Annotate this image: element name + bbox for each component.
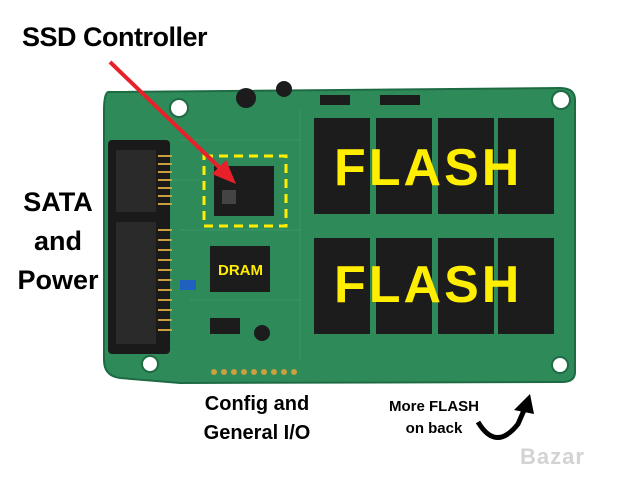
dram-chip <box>210 246 270 292</box>
sata-connector <box>108 140 172 354</box>
flash-label-top: FLASH <box>334 139 523 197</box>
config-line-2: General I/O <box>203 422 311 444</box>
config-line-1: Config and <box>204 393 310 415</box>
small-components <box>180 81 420 341</box>
curved-arrow-icon <box>475 394 534 440</box>
flash-label-bottom: FLASH <box>334 256 523 314</box>
sata-line-2: and <box>33 226 82 256</box>
sata-callout: SATA and Power <box>12 183 104 300</box>
more-flash-line-2: on back <box>405 420 463 437</box>
config-io-header <box>211 369 297 375</box>
config-callout: Config and General I/O <box>188 390 326 448</box>
watermark: Bazar <box>520 444 585 469</box>
sata-line-3: Power <box>17 265 99 295</box>
flash-chips <box>314 118 554 334</box>
red-arrow-icon <box>108 60 236 184</box>
dram-label: DRAM <box>218 262 263 279</box>
controller-callout: SSD Controller <box>22 22 208 52</box>
more-flash-callout: More FLASH on back <box>372 396 496 440</box>
more-flash-line-1: More FLASH <box>389 398 479 415</box>
sata-line-1: SATA <box>23 187 93 217</box>
